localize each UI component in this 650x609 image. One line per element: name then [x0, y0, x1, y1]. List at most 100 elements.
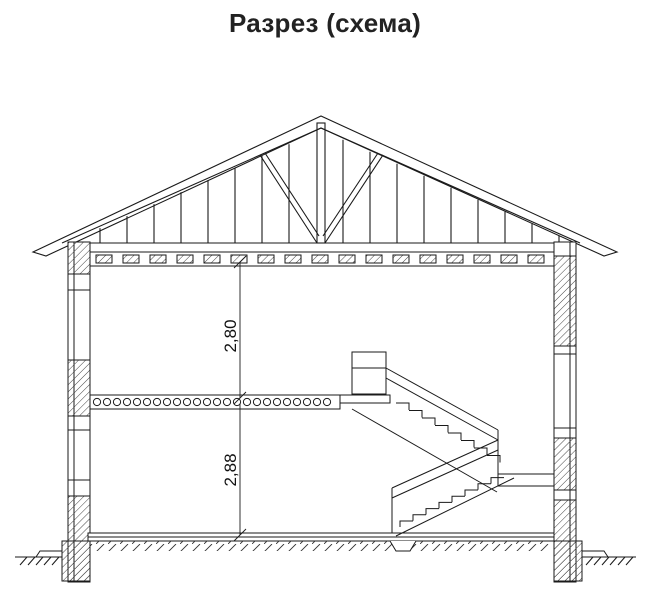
right-foundation: [553, 540, 583, 582]
hollow-core-void: [262, 397, 272, 407]
truss-brace-left-2: [264, 152, 320, 237]
hollow-core-void: [142, 397, 152, 407]
stair-step: [409, 410, 423, 418]
ground-hatch: [19, 556, 28, 566]
hollow-core-void: [152, 397, 162, 407]
hollow-core-void: [292, 397, 302, 407]
hollow-core-void: [302, 397, 312, 407]
ground-hatch: [43, 556, 52, 566]
hollow-core-voids: [92, 397, 332, 407]
attic-block: [176, 254, 194, 264]
hollow-core-void: [252, 397, 262, 407]
stair-step: [399, 520, 413, 527]
attic-block: [122, 254, 140, 264]
attic-block: [311, 254, 329, 264]
hollow-core-void: [232, 397, 242, 407]
right-wall-hatch-top: [553, 255, 577, 347]
stair-step: [425, 508, 439, 515]
hollow-core-void: [92, 397, 102, 407]
hollow-core-void: [202, 397, 212, 407]
mid-landing: [497, 473, 555, 487]
ground-hatch: [601, 556, 610, 566]
attic-block: [419, 254, 437, 264]
hollow-core-void: [122, 397, 132, 407]
stair-step: [422, 417, 436, 425]
landing-slab: [339, 394, 391, 404]
stair-step: [448, 432, 462, 440]
truss-verticals: [99, 139, 560, 243]
attic-floor: [87, 251, 555, 267]
ground-hatch-right: [585, 556, 634, 566]
stair-step: [464, 489, 478, 496]
attic-block: [95, 254, 113, 264]
attic-block: [257, 254, 275, 264]
hollow-core-void: [322, 397, 332, 407]
left-wall-hatch-top: [67, 241, 91, 275]
hollow-core-void: [282, 397, 292, 407]
left-wall: [67, 241, 91, 583]
left-wall-hatch-mid: [67, 359, 91, 417]
ground-hatch: [617, 556, 626, 566]
stair-step: [477, 483, 491, 490]
stair-step: [490, 477, 504, 484]
dimension-lines: [233, 255, 247, 542]
stair-step: [438, 501, 452, 509]
stair-step: [451, 495, 465, 503]
hollow-core-void: [212, 397, 222, 407]
attic-block: [284, 254, 302, 264]
stair-step: [474, 447, 488, 455]
intermediate-floor: [87, 394, 391, 410]
hollow-core-void: [182, 397, 192, 407]
left-foundation: [61, 540, 91, 582]
blind-area-left: [35, 550, 62, 558]
roof-outline: [31, 115, 619, 257]
stair-handrail-top-post: [351, 351, 387, 395]
hollow-core-void: [192, 397, 202, 407]
ground-fill: [90, 541, 552, 551]
attic-block: [365, 254, 383, 264]
hollow-core-void: [222, 397, 232, 407]
roof: [31, 115, 619, 257]
attic-block: [527, 254, 545, 264]
stair-step: [396, 402, 410, 410]
right-wall: [553, 241, 577, 583]
attic-block: [230, 254, 248, 264]
attic-block: [149, 254, 167, 264]
hollow-core-void: [132, 397, 142, 407]
king-post: [316, 122, 326, 244]
dim-text-lower-floor: 2,88: [221, 453, 240, 486]
hollow-core-void: [242, 397, 252, 407]
hollow-core-void: [272, 397, 282, 407]
attic-block: [446, 254, 464, 264]
attic-block: [203, 254, 221, 264]
dim-text-upper-floor: 2,80: [221, 319, 240, 352]
roof-inner-right: [320, 127, 581, 244]
attic-block: [338, 254, 356, 264]
ground-hatch: [625, 556, 634, 566]
hollow-core-void: [112, 397, 122, 407]
ground-hatch: [51, 556, 60, 566]
staircase: [351, 351, 555, 537]
upper-flight-soffit: [351, 408, 498, 493]
attic-block: [473, 254, 491, 264]
stair-footing: [389, 540, 417, 552]
ground-hatch: [35, 556, 44, 566]
ground-hatch: [27, 556, 36, 566]
ground-hatch: [609, 556, 618, 566]
stair-step: [461, 440, 475, 448]
right-wall-hatch-mid: [553, 437, 577, 491]
stair-step: [435, 425, 449, 433]
lower-flight-rail-1: [391, 439, 499, 489]
page-title: Разрез (схема): [228, 8, 422, 38]
roof-inner-left: [61, 127, 322, 244]
blind-area-right: [582, 550, 609, 558]
attic-block: [392, 254, 410, 264]
upper-flight-steps: [396, 402, 501, 463]
upper-flight-rail-2: [385, 377, 499, 441]
stair-step: [412, 514, 426, 521]
hollow-core-void: [172, 397, 182, 407]
lower-flight-steps: [399, 477, 504, 527]
attic-floor-blocks: [95, 254, 545, 264]
ground-floor: [15, 532, 636, 582]
